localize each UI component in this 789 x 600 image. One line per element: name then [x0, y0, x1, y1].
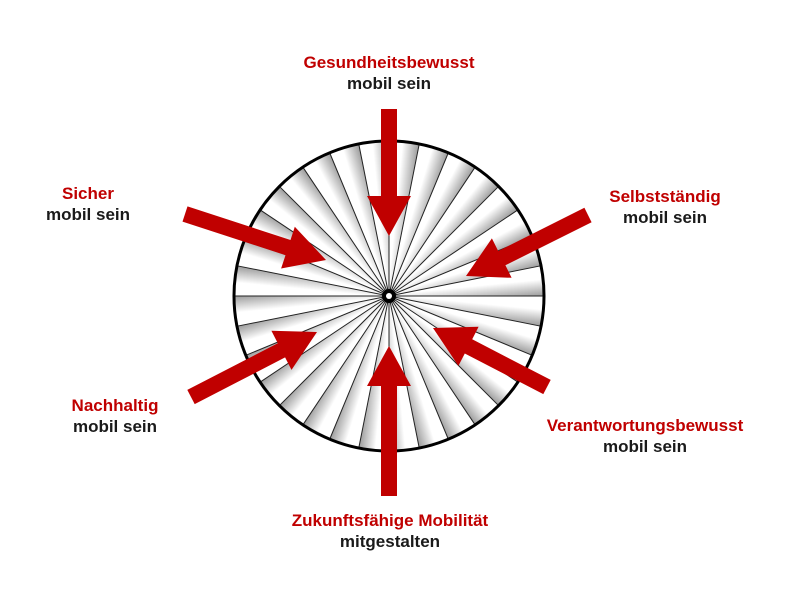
wheel-segment — [389, 151, 476, 296]
wheel-segment — [389, 185, 519, 296]
label-title: Selbstständig — [609, 187, 721, 206]
label-title: Nachhaltig — [71, 396, 159, 415]
wheel-segment — [278, 296, 389, 426]
arrow-from-zukunftsfaehige-mobilitaet — [367, 346, 411, 496]
wheel-hub-center — [386, 293, 392, 299]
wheel-spoke — [278, 185, 390, 297]
arrow-from-gesundheitsbewusst — [367, 109, 411, 236]
arrow-from-nachhaltig — [187, 330, 317, 405]
wheel-segment — [389, 209, 534, 296]
label-nachhaltig: Nachhaltig mobil sein — [35, 395, 195, 437]
label-title: Gesundheitsbewusst — [303, 53, 475, 72]
wheel-spoke — [328, 151, 390, 297]
wheel-segment — [302, 296, 389, 441]
wheel-segment — [389, 296, 476, 441]
wheel-spoke — [301, 295, 390, 426]
wheel-spoke — [388, 208, 519, 297]
wheel-spoke — [278, 295, 390, 407]
label-sub: mobil sein — [45, 205, 131, 224]
wheel-segments — [234, 141, 544, 451]
wheel-spoke — [235, 265, 390, 297]
arrow-from-selbststaendig — [466, 207, 592, 278]
label-zukunftsfaehige-mobilitaet: Zukunftsfähige Mobilität mitgestalten — [245, 510, 535, 552]
label-sub: mobil sein — [346, 74, 432, 93]
wheel-segment — [278, 166, 389, 296]
label-gesundheitsbewusst: Gesundheitsbewusst mobil sein — [244, 52, 534, 94]
wheel-spoke — [388, 295, 420, 450]
wheel-spoke — [358, 295, 390, 450]
wheel-spoke — [388, 295, 543, 327]
wheel-spoke — [388, 265, 543, 297]
label-title: Verantwortungsbewusst — [546, 416, 744, 435]
wheel — [232, 139, 546, 453]
wheel-spoke — [259, 295, 390, 384]
wheel-segment — [244, 296, 389, 383]
wheel-spoke — [388, 295, 477, 426]
wheel-segment — [329, 296, 389, 450]
wheel-spoke — [358, 142, 390, 297]
label-sub: mobil sein — [72, 417, 158, 436]
wheel-spoke — [244, 295, 390, 357]
wheel-spoke — [388, 142, 420, 297]
wheel-segment — [389, 296, 449, 450]
label-selbststaendig: Selbstständig mobil sein — [585, 186, 745, 228]
label-sub: mitgestalten — [339, 532, 441, 551]
label-sub: mobil sein — [622, 208, 708, 227]
wheel-segment — [329, 142, 389, 296]
wheel-segment — [259, 296, 389, 407]
wheel-segment — [302, 151, 389, 296]
wheel-segment — [389, 166, 500, 296]
wheel-spoke — [388, 185, 500, 297]
wheel-spoke — [388, 166, 477, 297]
label-title: Zukunftsfähige Mobilität — [291, 511, 489, 530]
wheel-spokes — [234, 141, 544, 451]
label-title: Sicher — [62, 184, 114, 203]
arrows — [182, 109, 592, 496]
wheel-segment — [235, 296, 389, 356]
wheel-segment — [389, 142, 449, 296]
wheel-spoke — [301, 166, 390, 297]
wheel-segment — [389, 296, 500, 426]
wheel-segment — [389, 296, 543, 356]
label-sicher: Sicher mobil sein — [18, 183, 158, 225]
arrow-from-sicher — [182, 206, 326, 269]
wheel-spoke — [388, 295, 534, 357]
wheel-spoke — [235, 295, 390, 327]
arrow-from-verantwortungsbewusst — [433, 326, 551, 395]
wheel-spoke — [388, 151, 450, 297]
wheel-spoke — [388, 295, 500, 407]
wheel-spoke — [328, 295, 390, 441]
wheel-spoke — [388, 295, 450, 441]
label-sub: mobil sein — [602, 437, 688, 456]
label-verantwortungsbewusst: Verantwortungsbewusst mobil sein — [520, 415, 770, 457]
wheel-spoke — [259, 208, 390, 297]
wheel-segment — [259, 185, 389, 296]
